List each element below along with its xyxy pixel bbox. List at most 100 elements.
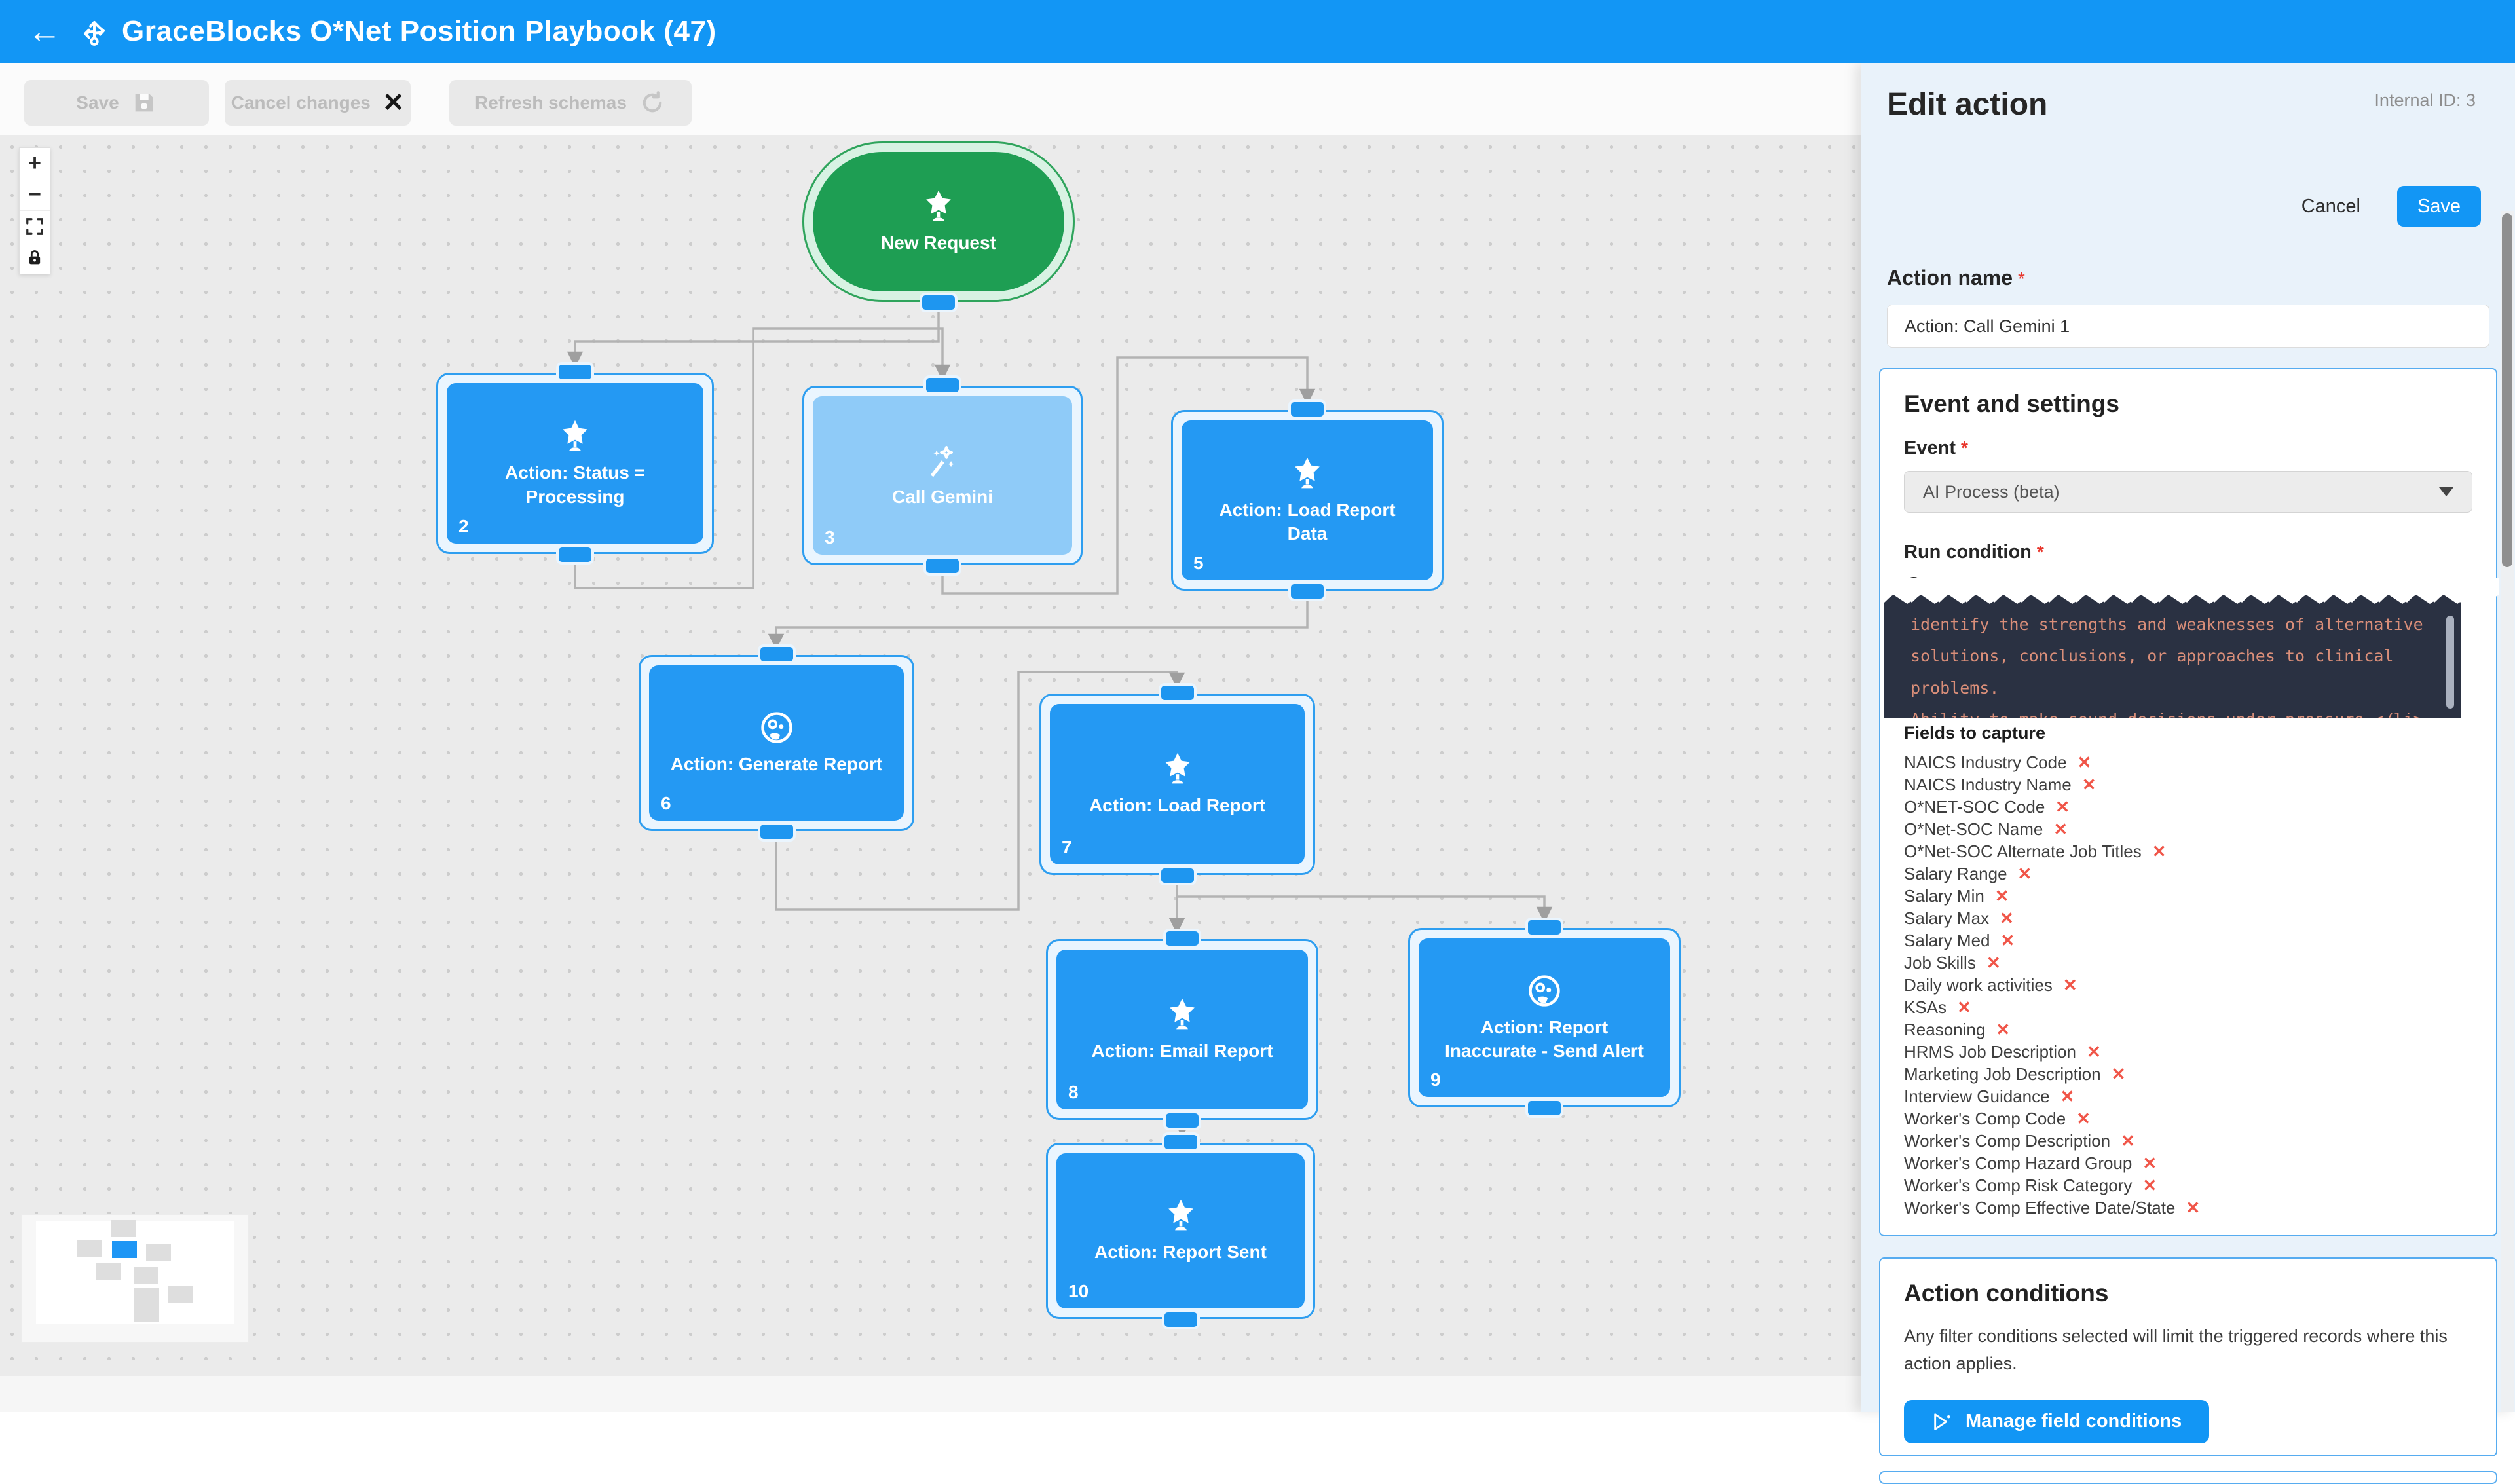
capture-field-item: Reasoning✕ bbox=[1904, 1018, 2472, 1041]
capture-field-label: Worker's Comp Effective Date/State bbox=[1904, 1197, 2176, 1217]
capture-field-label: Worker's Comp Hazard Group bbox=[1904, 1153, 2133, 1173]
remove-field-icon[interactable]: ✕ bbox=[2111, 1064, 2126, 1084]
capture-field-item: Worker's Comp Description ✕ bbox=[1904, 1130, 2472, 1152]
remove-field-icon[interactable]: ✕ bbox=[2077, 752, 2092, 772]
remove-field-icon[interactable]: ✕ bbox=[2142, 1153, 2157, 1173]
remove-field-icon[interactable]: ✕ bbox=[2055, 797, 2070, 817]
node-label: Call Gemini bbox=[891, 486, 994, 507]
remove-field-icon[interactable]: ✕ bbox=[2000, 931, 2015, 950]
lock-button[interactable] bbox=[20, 242, 50, 274]
remove-field-icon[interactable]: ✕ bbox=[2142, 1176, 2157, 1195]
remove-field-icon[interactable]: ✕ bbox=[1957, 997, 1971, 1017]
capture-field-label: NAICS Industry Name bbox=[1904, 774, 2072, 794]
remove-field-icon[interactable]: ✕ bbox=[2076, 1109, 2091, 1128]
bottom-handle[interactable] bbox=[757, 822, 796, 842]
event-settings-title: Event and settings bbox=[1904, 390, 2119, 417]
trophy-icon bbox=[1164, 996, 1201, 1033]
refresh-schemas-button[interactable]: Refresh schemas bbox=[449, 80, 692, 126]
node-body: Action: Generate Report bbox=[649, 665, 904, 821]
capture-field-item: NAICS Industry Code✕ bbox=[1904, 751, 2472, 773]
bottom-handle[interactable] bbox=[1525, 1098, 1563, 1118]
fields-to-capture-label: Fields to capture bbox=[1904, 723, 2046, 743]
minimap[interactable] bbox=[21, 1214, 249, 1343]
action-name-input[interactable] bbox=[1887, 305, 2489, 348]
bottom-handle[interactable] bbox=[1161, 1310, 1200, 1329]
back-arrow-icon[interactable]: ← bbox=[28, 12, 62, 50]
top-handle[interactable] bbox=[1158, 683, 1197, 703]
node-label: Action: Generate Report bbox=[670, 754, 883, 775]
node-number: 10 bbox=[1068, 1281, 1089, 1301]
robot-icon bbox=[758, 709, 795, 746]
code-scrollbar[interactable] bbox=[2446, 616, 2454, 709]
remove-field-icon[interactable]: ✕ bbox=[2081, 775, 2096, 794]
remove-field-icon[interactable]: ✕ bbox=[2121, 1131, 2135, 1151]
capture-field-label: O*Net-SOC Name bbox=[1904, 819, 2043, 839]
capture-field-label: Marketing Job Description bbox=[1904, 1064, 2101, 1084]
prompt-code-editor[interactable]: identify the strengths and weaknesses of… bbox=[1884, 589, 2461, 718]
zoom-out-button[interactable]: − bbox=[20, 179, 50, 211]
minimap-node-9 bbox=[168, 1286, 193, 1304]
edge-3-5 bbox=[941, 356, 1316, 595]
capture-field-item: NAICS Industry Name ✕ bbox=[1904, 773, 2472, 796]
bottom-handle[interactable] bbox=[1163, 1111, 1201, 1130]
remove-field-icon[interactable]: ✕ bbox=[2017, 864, 2032, 883]
workflow-route-icon bbox=[84, 21, 105, 46]
capture-field-label: HRMS Job Description bbox=[1904, 1041, 2076, 1062]
bottom-handle[interactable] bbox=[556, 545, 594, 565]
panel-title: Edit action bbox=[1887, 87, 2048, 122]
top-handle[interactable] bbox=[1525, 918, 1563, 937]
panel-scrollbar-track[interactable] bbox=[2501, 211, 2514, 1412]
remove-field-icon[interactable]: ✕ bbox=[2086, 1042, 2101, 1062]
bottom-handle[interactable] bbox=[1288, 582, 1326, 601]
top-handle[interactable] bbox=[556, 362, 594, 382]
event-settings-card: Event and settings Event* AI Process (be… bbox=[1879, 368, 2499, 1236]
fit-view-button[interactable] bbox=[20, 211, 50, 242]
remove-field-icon[interactable]: ✕ bbox=[2186, 1198, 2201, 1217]
save-button[interactable]: Save bbox=[24, 80, 209, 126]
required-asterisk: * bbox=[1960, 437, 1968, 458]
top-handle[interactable] bbox=[1163, 929, 1201, 948]
capture-field-label: Salary Min bbox=[1904, 885, 1984, 906]
bottom-handle[interactable] bbox=[1158, 866, 1197, 885]
cancel-changes-label: Cancel changes bbox=[231, 92, 371, 113]
panel-scrollbar-thumb[interactable] bbox=[2502, 213, 2512, 567]
capture-field-item: O*Net-SOC Alternate Job Titles✕ bbox=[1904, 840, 2472, 863]
minimap-node-start bbox=[111, 1220, 137, 1238]
minimap-node-3 bbox=[111, 1241, 137, 1259]
zoom-in-button[interactable]: + bbox=[20, 148, 50, 179]
trophy-icon bbox=[557, 418, 593, 454]
internal-id: Internal ID: 3 bbox=[2374, 90, 2476, 110]
capture-field-item: HRMS Job Description ✕ bbox=[1904, 1041, 2472, 1063]
manage-field-conditions-button[interactable]: Manage field conditions bbox=[1904, 1400, 2210, 1443]
event-dropdown[interactable]: AI Process (beta) bbox=[1904, 471, 2472, 513]
bottom-handle[interactable] bbox=[923, 556, 961, 576]
bottom-handle[interactable] bbox=[920, 293, 958, 312]
top-handle[interactable] bbox=[1288, 399, 1326, 419]
top-handle[interactable] bbox=[923, 375, 961, 395]
action-name-label: Action name bbox=[1887, 266, 2013, 289]
capture-field-label: Worker's Comp Description bbox=[1904, 1130, 2111, 1151]
top-handle[interactable] bbox=[1161, 1132, 1200, 1152]
cancel-changes-button[interactable]: Cancel changes ✕ bbox=[225, 80, 411, 126]
remove-field-icon[interactable]: ✕ bbox=[2152, 842, 2167, 861]
remove-field-icon[interactable]: ✕ bbox=[1994, 886, 2009, 906]
panel-save-button[interactable]: Save bbox=[2397, 186, 2481, 227]
top-handle[interactable] bbox=[757, 644, 796, 664]
cancel-button[interactable]: Cancel bbox=[2301, 195, 2360, 217]
remove-field-icon[interactable]: ✕ bbox=[2062, 975, 2077, 995]
remove-field-icon[interactable]: ✕ bbox=[2000, 908, 2014, 928]
remove-field-icon[interactable]: ✕ bbox=[2053, 819, 2068, 839]
flow-node-start[interactable]: New Request bbox=[802, 141, 1075, 312]
remove-field-icon[interactable]: ✕ bbox=[2060, 1086, 2075, 1106]
remove-field-icon[interactable]: ✕ bbox=[1986, 953, 2001, 973]
remove-field-icon[interactable]: ✕ bbox=[1996, 1020, 2011, 1039]
